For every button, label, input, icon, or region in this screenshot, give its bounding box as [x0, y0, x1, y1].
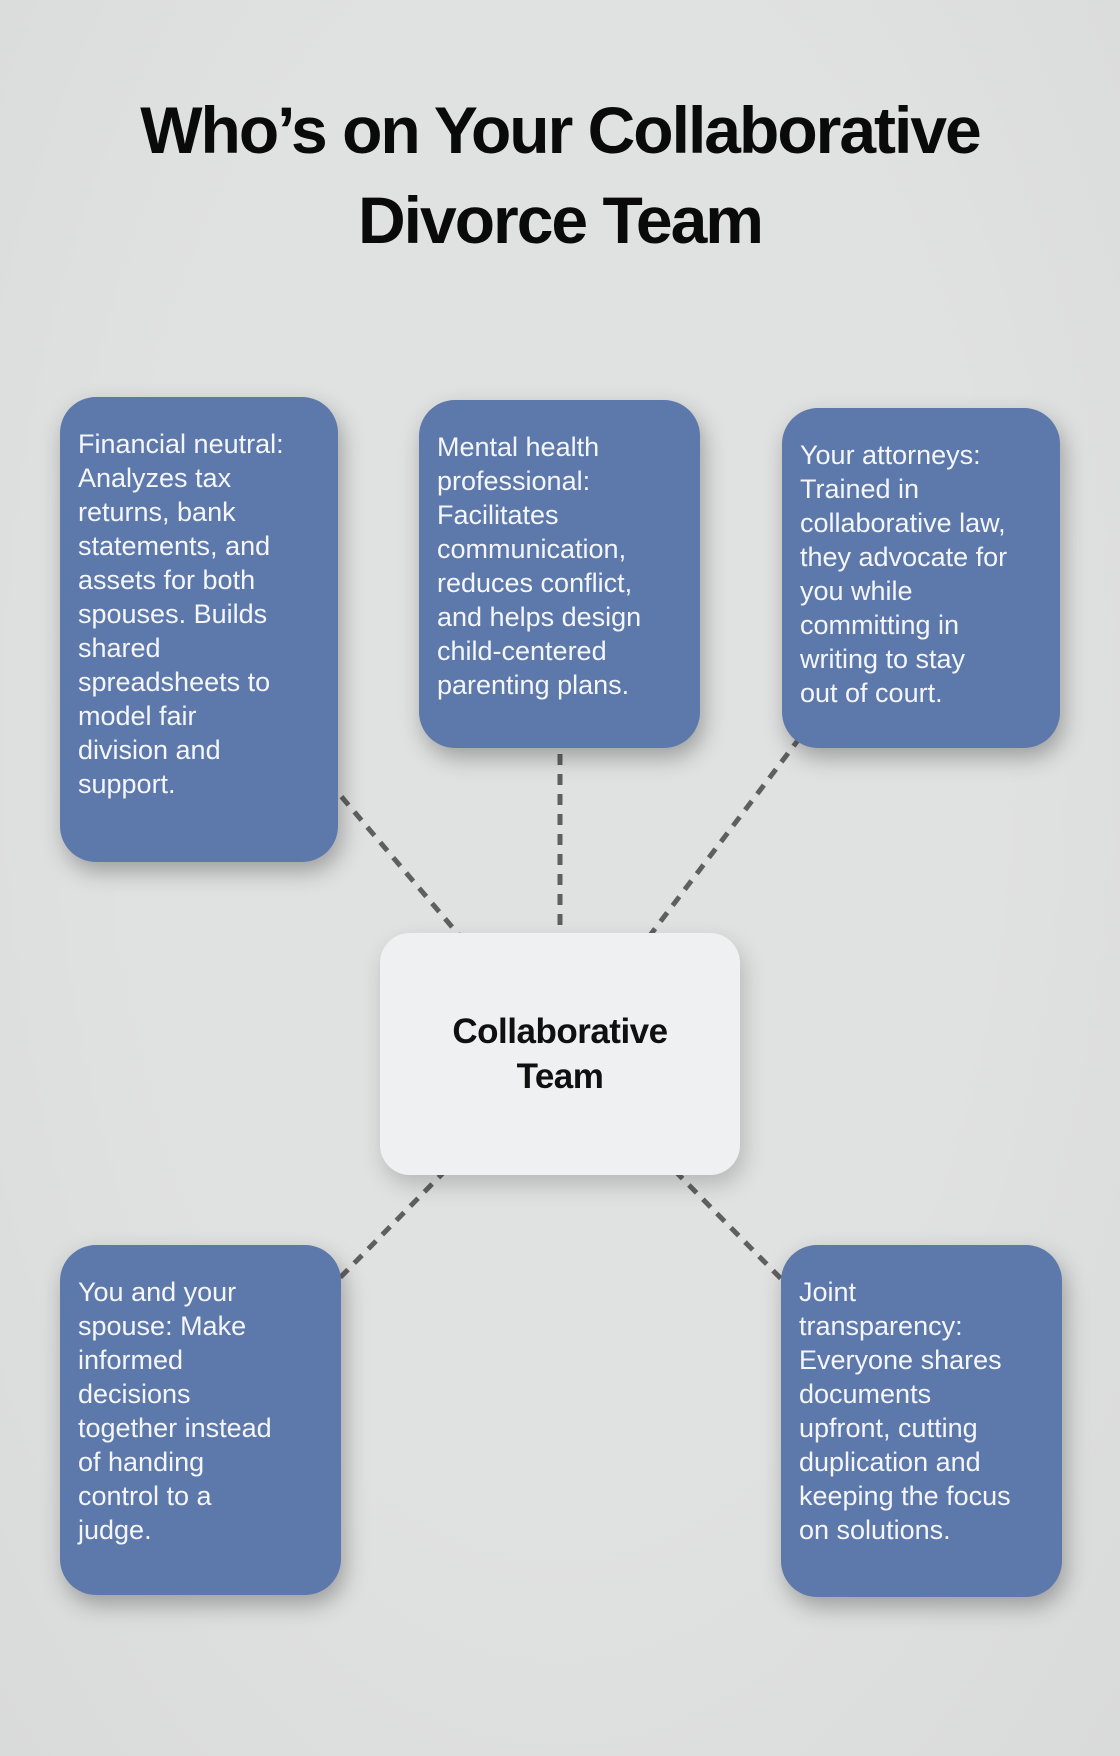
center-node: Collaborative Team: [380, 933, 740, 1175]
team-box-your-attorneys-text: Your attorneys: Trained in collaborative…: [800, 440, 1008, 708]
page-title: Who’s on Your Collaborative Divorce Team: [140, 93, 982, 257]
team-box-financial-neutral-text: Financial neutral: Analyzes tax returns,…: [78, 429, 284, 799]
team-box-you-and-your-spouse-text: You and your spouse: Make informed decis…: [78, 1277, 272, 1545]
team-box-financial-neutral: Financial neutral: Analyzes tax returns,…: [60, 397, 338, 862]
team-box-mental-health-professional-text: Mental health professional: Facilitates …: [437, 432, 642, 700]
team-box-mental-health-professional: Mental health professional: Facilitates …: [419, 400, 700, 748]
team-box-joint-transparency-text: Joint transparency: Everyone shares docu…: [799, 1277, 1011, 1545]
center-node-label: Collaborative Team: [452, 1011, 668, 1097]
team-box-joint-transparency: Joint transparency: Everyone shares docu…: [781, 1245, 1062, 1597]
team-box-you-and-your-spouse: You and your spouse: Make informed decis…: [60, 1245, 341, 1595]
team-box-your-attorneys: Your attorneys: Trained in collaborative…: [782, 408, 1060, 748]
